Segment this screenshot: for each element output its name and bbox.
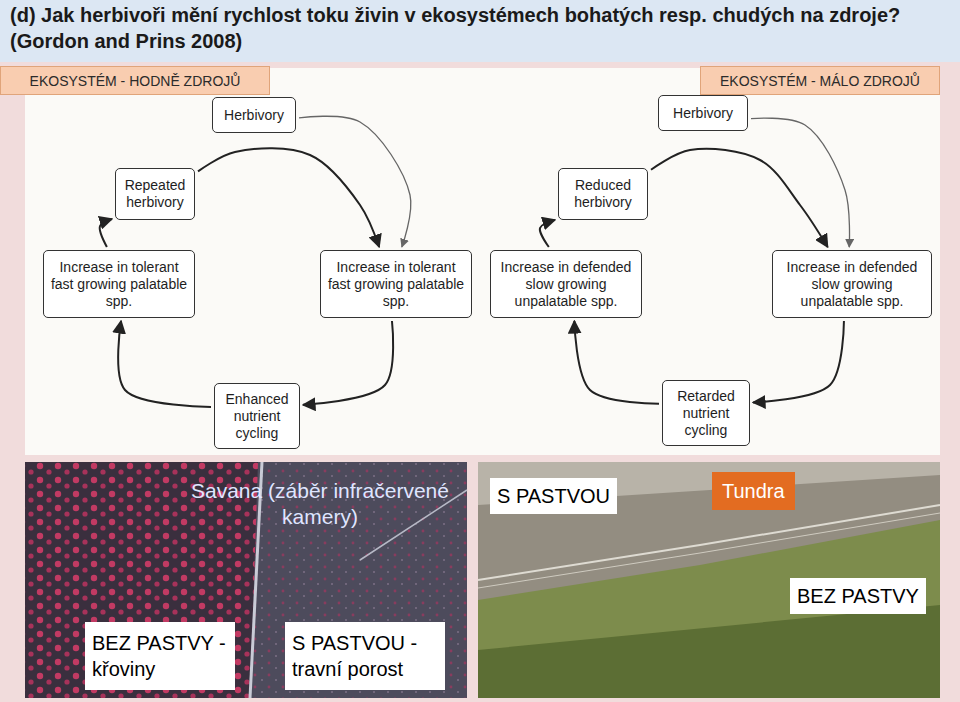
node-text: S PASTVOU -travní porost	[292, 630, 438, 682]
process-box: Increase in tolerant fast growing palata…	[320, 250, 472, 318]
cycle-arrow	[540, 220, 555, 247]
slide-title: (d) Jak herbivoři mění rychlost toku živ…	[0, 0, 960, 62]
cycle-arrow	[574, 321, 659, 404]
cycle-arrow	[100, 219, 112, 247]
photo-tag: S PASTVOU -travní porost	[285, 622, 445, 690]
cycle-arrow	[198, 148, 379, 247]
photo-tag: BEZ PASTVY -křoviny	[85, 622, 235, 690]
node-text: Increase in tolerant fast growing palata…	[50, 259, 188, 310]
cycle-arrow	[299, 116, 411, 247]
process-box: Retarded nutrient cycling	[662, 380, 750, 446]
cycle-arrow	[118, 321, 211, 407]
hillside	[478, 462, 940, 698]
node-text: Increase in defended slow growing unpala…	[779, 259, 925, 310]
node-text: Repeated herbivory	[122, 177, 188, 211]
green-area	[478, 520, 940, 698]
process-box: Increase in defended slow growing unpala…	[490, 250, 642, 318]
node-text: S PASTVOU	[497, 483, 610, 509]
node-text: BEZ PASTVY	[797, 583, 919, 609]
node-text: BEZ PASTVY -křoviny	[92, 630, 228, 682]
fence-line	[478, 505, 940, 580]
photo-title: Tundra	[712, 472, 795, 510]
shrub-area	[478, 605, 940, 698]
savanna-photo	[25, 462, 467, 698]
process-box: Reduced herbivory	[558, 168, 648, 220]
process-box: Increase in defended slow growing unpala…	[772, 250, 932, 318]
section-header: EKOSYSTÉM - MÁLO ZDROJŮ	[700, 66, 940, 95]
process-box: Repeated herbivory	[115, 168, 195, 220]
cycle-arrow	[303, 321, 393, 405]
process-box: Herbivory	[658, 95, 748, 131]
cycle-arrow	[753, 321, 844, 402]
paper-scan	[25, 68, 940, 455]
node-text: Herbivory	[673, 105, 733, 122]
photo-tag: S PASTVOU	[490, 478, 617, 514]
node-text: Retarded nutrient cycling	[669, 388, 743, 439]
node-text: Tundra	[722, 478, 785, 504]
photo-caption: Savana (záběr infračervené kamery)	[180, 478, 460, 530]
process-box: Enhanced nutrient cycling	[214, 383, 300, 449]
section-header: EKOSYSTÉM - HODNĚ ZDROJŮ	[0, 66, 270, 95]
photo-tag: BEZ PASTVY	[790, 578, 926, 614]
node-text: EKOSYSTÉM - HODNĚ ZDROJŮ	[30, 73, 241, 89]
cycle-arrow	[651, 149, 828, 247]
cycle-arrow	[751, 118, 850, 247]
process-box: Herbivory	[212, 97, 296, 133]
node-text: EKOSYSTÉM - MÁLO ZDROJŮ	[720, 73, 920, 89]
tundra-photo	[478, 462, 940, 698]
node-text: Reduced herbivory	[565, 177, 641, 211]
fence-line	[478, 513, 940, 588]
node-text: Increase in defended slow growing unpala…	[497, 259, 635, 310]
process-box: Increase in tolerant fast growing palata…	[43, 250, 195, 318]
node-text: Enhanced nutrient cycling	[221, 391, 293, 442]
node-text: Increase in tolerant fast growing palata…	[327, 259, 465, 310]
grass-area	[25, 462, 467, 698]
node-text: Herbivory	[224, 107, 284, 124]
